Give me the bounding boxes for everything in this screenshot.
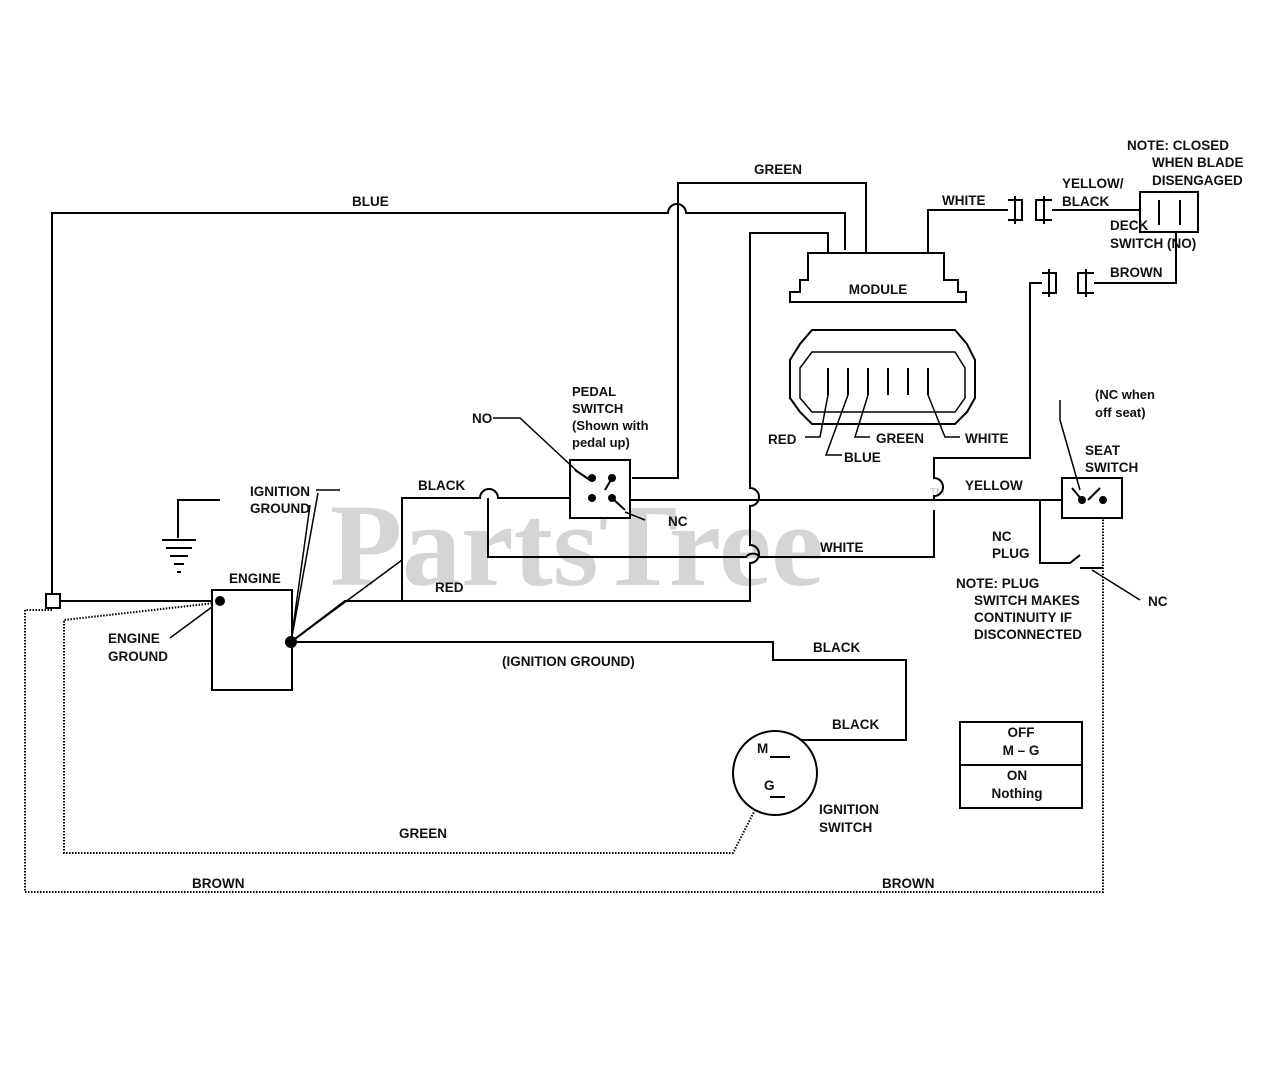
ignition-g: G	[764, 778, 775, 793]
switch-state-table	[959, 721, 1083, 809]
label-brown-right: BROWN	[1110, 265, 1163, 280]
label-red-mid: RED	[435, 580, 464, 595]
table-on: ON	[1007, 768, 1027, 783]
note-plug-1: NOTE: PLUG	[956, 576, 1039, 591]
ignition-ground-1: IGNITION	[250, 484, 310, 499]
deck-switch-2: SWITCH (NO)	[1110, 236, 1196, 251]
green-wire-bottom	[63, 602, 761, 854]
nc-plug-2: PLUG	[992, 546, 1030, 561]
connector-green: GREEN	[876, 431, 924, 446]
pedal-switch-3: (Shown with	[572, 418, 649, 433]
black-wire-pedal	[401, 488, 935, 601]
label-white-mid: WHITE	[820, 540, 864, 555]
module: MODULE	[789, 252, 967, 303]
module-connector	[789, 329, 976, 456]
pedal-nc: NC	[668, 514, 688, 529]
brown-wire-bottom	[24, 500, 1104, 893]
connector-white: WHITE	[965, 431, 1009, 446]
label-green-bottom: GREEN	[399, 826, 447, 841]
pedal-switch-2: SWITCH	[572, 401, 623, 416]
engine	[211, 589, 297, 691]
label-brown-bottom-right: BROWN	[882, 876, 935, 891]
pedal-switch-4: pedal up)	[572, 435, 630, 450]
label-green-top: GREEN	[754, 162, 802, 177]
ignition-ground-lines	[290, 492, 403, 643]
white-connector	[1008, 196, 1052, 224]
note-plug-4: DISCONNECTED	[974, 627, 1082, 642]
engine-ground-2: GROUND	[108, 649, 168, 664]
watermark-tm: TM	[930, 487, 944, 498]
label-yellow-black-1: YELLOW/	[1062, 176, 1124, 191]
yellow-wire	[600, 282, 1062, 501]
ignition-switch-1: IGNITION	[819, 802, 879, 817]
deck-switch	[1139, 191, 1199, 233]
seat-note-1: (NC when	[1095, 387, 1155, 402]
brown-wire-right	[1094, 230, 1177, 284]
note-blade-2: WHEN BLADE	[1152, 155, 1244, 170]
label-yellow-mid: YELLOW	[965, 478, 1023, 493]
label-brown-bottom-left: BROWN	[192, 876, 245, 891]
left-terminal	[45, 593, 61, 609]
connector-red: RED	[768, 432, 797, 447]
ignition-switch	[732, 730, 818, 816]
label-white-top: WHITE	[942, 193, 986, 208]
table-on-val: Nothing	[992, 786, 1043, 801]
white-wire-top	[927, 209, 1008, 252]
pedal-no-leader	[493, 417, 579, 473]
label-black-mid: BLACK	[418, 478, 465, 493]
label-black-lower: BLACK	[832, 717, 879, 732]
label-ignition-ground-wire: (IGNITION GROUND)	[502, 654, 635, 669]
ground-symbol	[162, 499, 220, 573]
ignition-m: M	[757, 741, 768, 756]
ignition-switch-2: SWITCH	[819, 820, 872, 835]
deck-switch-1: DECK	[1110, 218, 1149, 233]
pedal-no: NO	[472, 411, 492, 426]
brown-connector	[1042, 269, 1094, 297]
pedal-switch-1: PEDAL	[572, 384, 616, 399]
note-plug-3: CONTINUITY IF	[974, 610, 1072, 625]
table-off: OFF	[1008, 725, 1035, 740]
ignition-ground-2: GROUND	[250, 501, 310, 516]
pedal-switch	[569, 459, 631, 519]
pedal-nc-leader	[624, 511, 646, 521]
connector-pins	[827, 368, 929, 395]
engine-ground-1: ENGINE	[108, 631, 160, 646]
label-black-upper: BLACK	[813, 640, 860, 655]
plug-nc: NC	[1148, 594, 1168, 609]
engine-label: ENGINE	[229, 571, 281, 586]
plug-nc-leader	[1091, 569, 1141, 601]
note-plug-2: SWITCH MAKES	[974, 593, 1080, 608]
green-wire-top	[632, 182, 867, 479]
note-blade-3: DISENGAGED	[1152, 173, 1243, 188]
label-blue: BLUE	[352, 194, 389, 209]
seat-switch-2: SWITCH	[1085, 460, 1138, 475]
note-blade-1: NOTE: CLOSED	[1127, 138, 1229, 153]
connector-blue: BLUE	[844, 450, 881, 465]
nc-plug-1: NC	[992, 529, 1012, 544]
red-wire	[290, 232, 829, 643]
module-label: MODULE	[849, 282, 908, 297]
nc-plug-wire	[1039, 500, 1103, 569]
label-yellow-black-2: BLACK	[1062, 194, 1109, 209]
seat-switch-1: SEAT	[1085, 443, 1121, 458]
table-off-val: M – G	[1003, 743, 1040, 758]
seat-note-leader	[1059, 400, 1081, 491]
seat-switch	[1061, 477, 1123, 519]
seat-note-2: off seat)	[1095, 405, 1146, 420]
